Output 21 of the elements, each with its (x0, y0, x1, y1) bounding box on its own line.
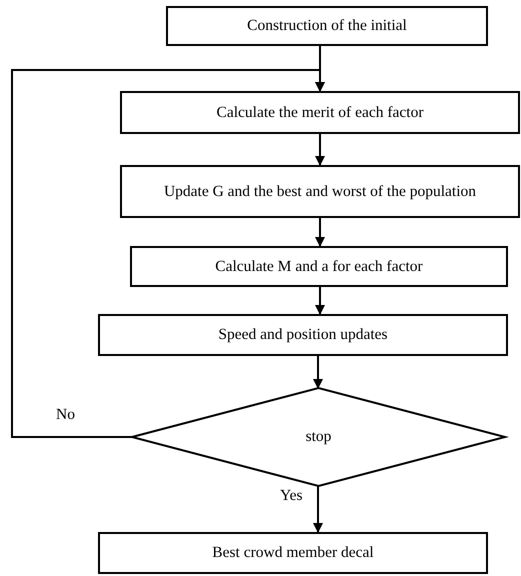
node-text: Construction of the initial (246, 17, 408, 35)
process-box (130, 246, 508, 287)
arrow (11, 69, 325, 438)
node-text: Calculate M and a for each factor (214, 258, 424, 276)
node-text: Update G and the best and worst of the population (162, 182, 478, 200)
process-box (166, 6, 488, 46)
arrow (315, 134, 325, 166)
node-text: Speed and position updates (217, 326, 389, 344)
edge-label: Yes (280, 488, 303, 504)
edge-label: No (56, 407, 75, 422)
arrow (313, 486, 323, 533)
node-text: stop (304, 428, 332, 446)
arrow (313, 356, 323, 389)
node-text: Best crowd member decal (211, 544, 375, 562)
process-box (120, 91, 520, 134)
arrow (315, 218, 325, 247)
process-box (120, 165, 520, 218)
process-box (98, 314, 508, 356)
arrow (315, 287, 325, 315)
process-box (98, 532, 488, 574)
node-text: Calculate the merit of each factor (216, 104, 424, 122)
